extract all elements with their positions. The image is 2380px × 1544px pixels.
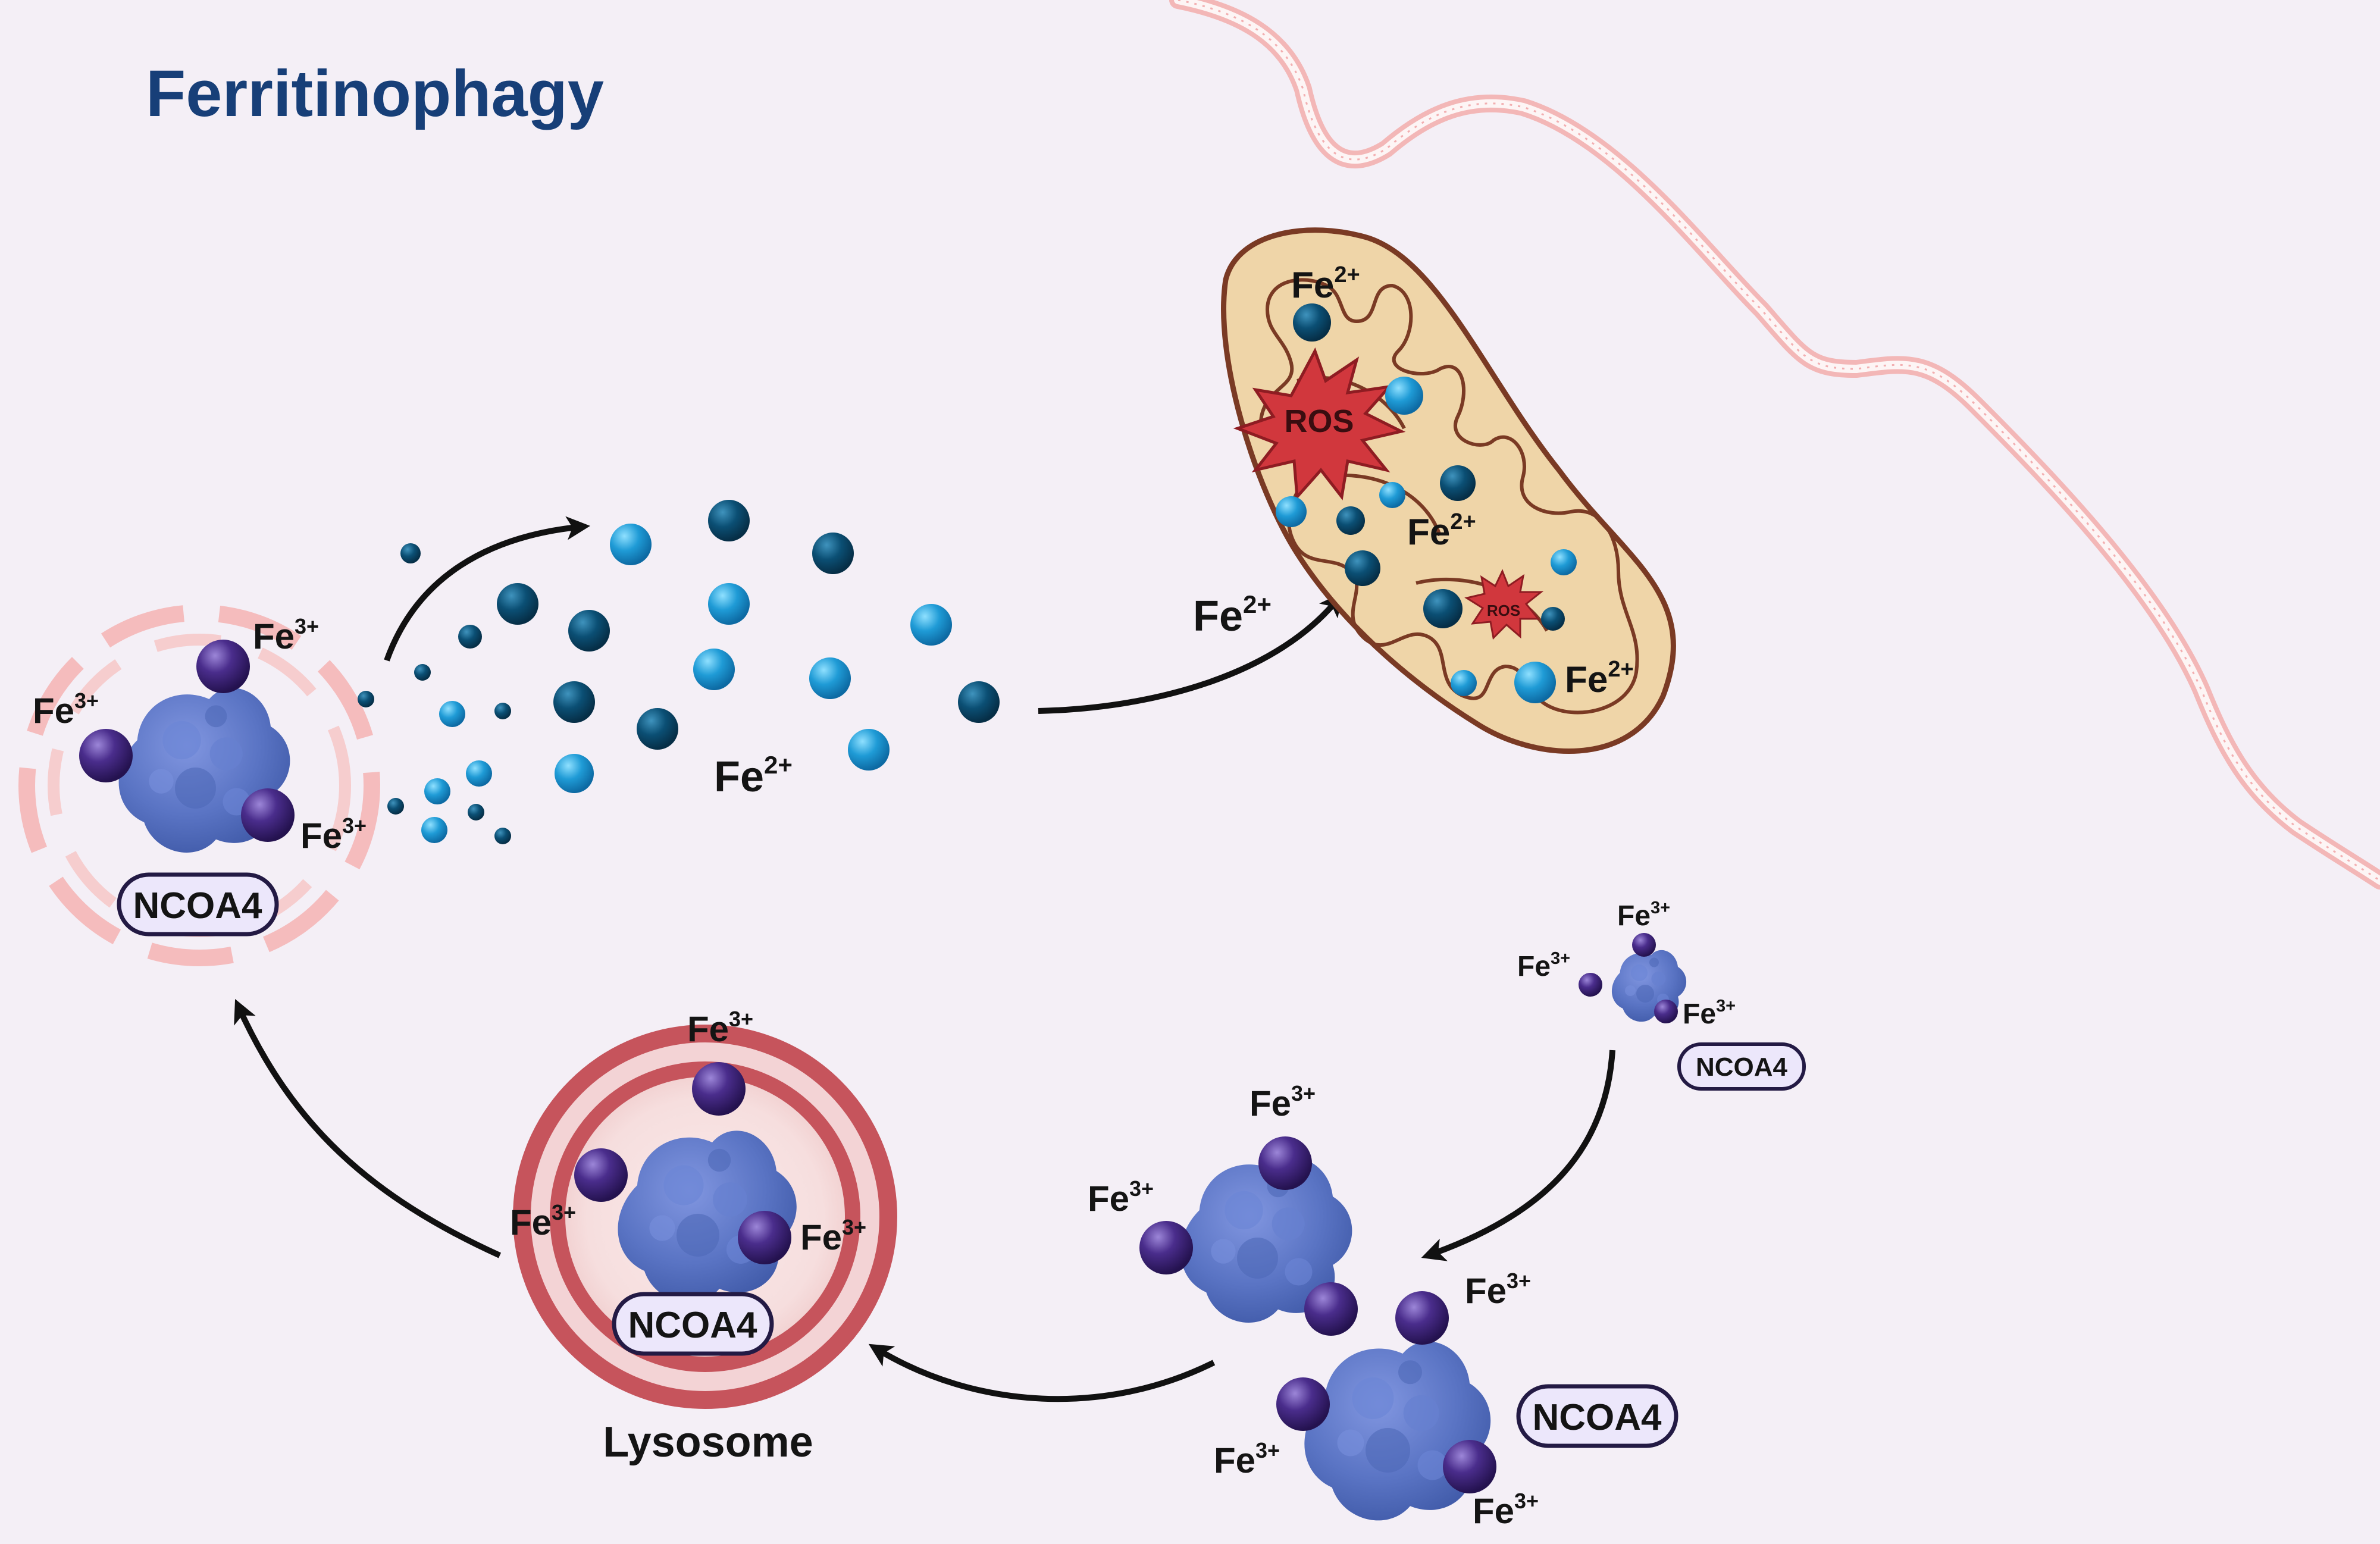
ion-label-fe3: Fe3+	[300, 813, 367, 856]
mitochondrion: ROS ROS Fe2+ Fe2+ Fe2+	[1221, 227, 1676, 754]
ncoa4-label: NCOA4	[1532, 1397, 1662, 1438]
ion-label-fe2: Fe2+	[1407, 509, 1476, 553]
ncoa4-label: NCOA4	[133, 885, 262, 926]
ion-label-fe3: Fe3+	[1250, 1081, 1316, 1123]
ros-label: ROS	[1487, 602, 1520, 619]
arrow-ncoa4-binding	[1421, 1050, 1615, 1261]
fe3-ion	[1304, 1282, 1358, 1336]
ncoa4-badge	[117, 872, 279, 937]
ncoa4-label: NCOA4	[1696, 1053, 1788, 1082]
ion-label-fe3: Fe3+	[1517, 949, 1570, 982]
ros-label: ROS	[1284, 403, 1354, 439]
ncoa4-badge	[612, 1292, 774, 1356]
fe3-ion	[574, 1148, 628, 1202]
ion-label-fe2: Fe2+	[714, 751, 793, 801]
ferritin-protein	[1304, 1341, 1491, 1521]
fe3-ion	[79, 729, 133, 782]
fe3-ion	[738, 1211, 791, 1264]
ion-label-fe2: Fe2+	[1193, 590, 1272, 640]
fe3-ion	[1276, 1377, 1330, 1431]
lysosome: Fe3+ Fe3+ Fe3+ NCOA4	[510, 1007, 897, 1409]
ion-label-fe3: Fe3+	[33, 688, 99, 731]
ion-label-fe3: Fe3+	[800, 1215, 866, 1257]
fe3-ion	[196, 640, 250, 693]
ion-label-fe3: Fe3+	[510, 1200, 576, 1242]
released-fe2-ions	[358, 500, 1000, 844]
ros-burst-small	[1464, 569, 1544, 640]
ion-label-fe2: Fe2+	[1565, 657, 1634, 700]
ion-label-fe3: Fe3+	[1214, 1438, 1280, 1480]
ferritin-ncoa4-small: Fe3+ Fe3+ Fe3+ NCOA4	[1517, 898, 1806, 1091]
lysosome-label: Lysosome	[603, 1418, 813, 1466]
cell-membrane	[1169, 0, 2380, 890]
ion-label-fe3: Fe3+	[1465, 1269, 1531, 1311]
fe3-ion	[241, 788, 295, 842]
ncoa4-badge	[1677, 1042, 1806, 1091]
fe3-ion	[1632, 933, 1656, 957]
ion-label-fe3: Fe3+	[687, 1007, 753, 1049]
ferritin-pair: Fe3+ Fe3+ Fe3+ Fe3+ Fe3+ NCOA4	[1088, 1081, 1678, 1531]
arrow-release	[384, 516, 590, 662]
fe3-ion	[1579, 973, 1602, 997]
fe3-ion	[1654, 1000, 1678, 1023]
ion-label-fe3: Fe3+	[1473, 1489, 1539, 1531]
fe3-ion	[1258, 1136, 1312, 1190]
fe3-ion	[1395, 1291, 1449, 1345]
ion-label-fe3: Fe3+	[1683, 997, 1736, 1030]
diagram-title: Ferritinophagy	[146, 57, 604, 130]
fe3-ion	[1139, 1221, 1193, 1274]
arrow-to-lysosome	[868, 1343, 1216, 1402]
ion-label-fe2: Fe2+	[1291, 262, 1360, 306]
ncoa4-label: NCOA4	[628, 1305, 757, 1346]
fe3-ion	[692, 1062, 746, 1116]
ros-burst-large	[1233, 347, 1406, 501]
ion-label-fe3: Fe3+	[1088, 1176, 1154, 1219]
degrading-ferritin-complex: Fe3+ Fe3+ Fe3+ NCOA4	[18, 605, 380, 966]
ion-label-fe3: Fe3+	[253, 614, 319, 656]
arrow-to-mitochondrion	[1038, 592, 1344, 714]
ncoa4-badge	[1516, 1384, 1678, 1448]
fe3-ion	[1443, 1440, 1496, 1493]
arrow-lysosomal-degradation	[234, 999, 502, 1258]
ion-label-fe3: Fe3+	[1617, 898, 1670, 932]
